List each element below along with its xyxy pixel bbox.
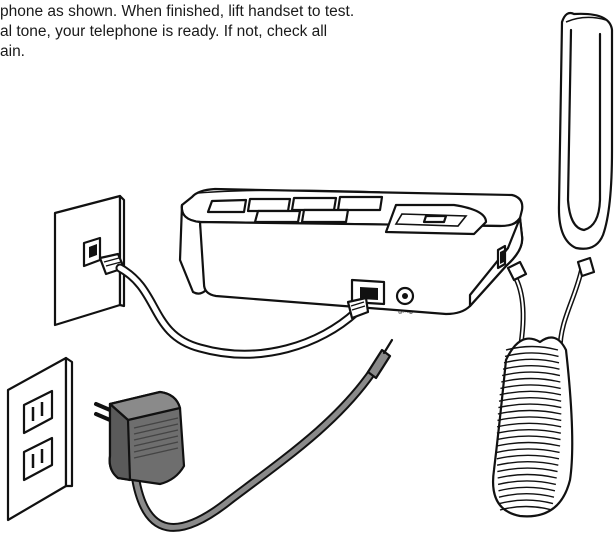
ac-adapter-icon bbox=[96, 392, 184, 484]
base-plug-icon bbox=[348, 298, 368, 318]
coiled-cord-icon bbox=[493, 258, 594, 516]
svg-text:⊖-◦-⊕: ⊖-◦-⊕ bbox=[398, 310, 413, 316]
telephone-base-icon: ⊖-◦-⊕ bbox=[180, 189, 522, 316]
handset-icon bbox=[559, 13, 612, 249]
power-outlet-icon bbox=[8, 358, 72, 520]
barrel-plug-icon bbox=[368, 340, 392, 378]
